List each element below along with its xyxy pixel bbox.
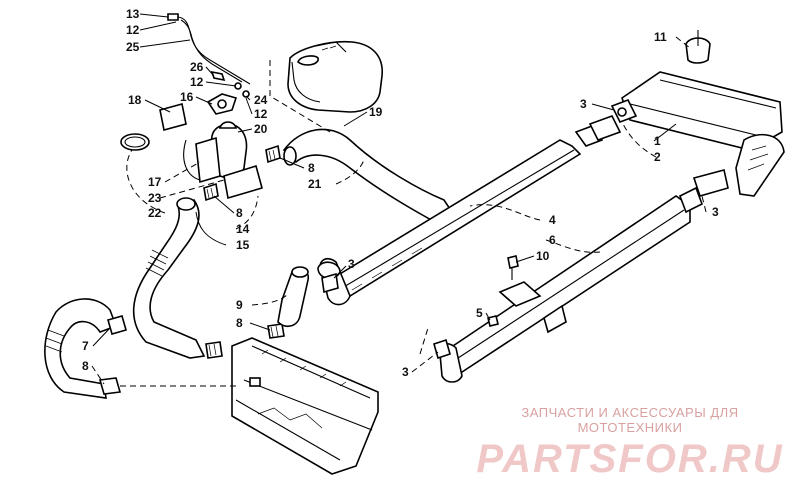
- callout-16: 16: [180, 90, 194, 104]
- callout-23: 23: [148, 191, 162, 205]
- callout-14: 14: [236, 222, 250, 236]
- callout-9: 9: [236, 298, 243, 312]
- overflow-bottle: [195, 121, 263, 200]
- callout-3: 3: [402, 365, 409, 379]
- callout-24: 24: [254, 93, 268, 107]
- filler-neck-fittings: [206, 70, 250, 115]
- vent-hose: [167, 13, 251, 85]
- callout-18: 18: [128, 93, 142, 107]
- callout-21: 21: [308, 177, 322, 191]
- callout-8: 8: [82, 359, 89, 373]
- callout-15: 15: [236, 238, 250, 252]
- callout-3: 3: [580, 97, 587, 111]
- hose-clamps-upper: [203, 144, 281, 202]
- callout-20: 20: [254, 122, 268, 136]
- callout-labels: 13 12 25 26 12 16 24 12 20 18 19 8 21 17…: [82, 7, 719, 379]
- callout-3: 3: [712, 205, 719, 219]
- pad-decal: [159, 103, 187, 131]
- callout-12: 12: [190, 75, 204, 89]
- callout-11: 11: [654, 30, 667, 44]
- callout-22: 22: [148, 206, 162, 220]
- callout-26: 26: [190, 60, 204, 74]
- elbow-hose-9: [277, 266, 310, 328]
- callout-19: 19: [369, 105, 383, 119]
- watermark: ЗАПЧАСТИ И АКСЕССУАРЫ ДЛЯ МОТОТЕХНИКИ PA…: [470, 405, 790, 482]
- callout-1: 1: [654, 134, 661, 148]
- heat-exchanger-plate: [231, 337, 379, 475]
- coolant-tank: [287, 40, 383, 113]
- callout-5: 5: [476, 306, 483, 320]
- callout-25: 25: [126, 40, 140, 54]
- callout-8: 8: [308, 161, 315, 175]
- callout-8: 8: [236, 316, 243, 330]
- watermark-brand-logo: PARTSFOR.RU: [476, 437, 784, 481]
- coupler-upper: [574, 115, 622, 147]
- callout-6: 6: [549, 233, 556, 247]
- callout-17: 17: [148, 175, 162, 189]
- callout-4: 4: [549, 213, 556, 227]
- callout-12: 12: [254, 107, 268, 121]
- callout-10: 10: [536, 249, 550, 263]
- lower-hose-7: [44, 298, 127, 399]
- mount-10: [498, 255, 542, 307]
- callout-2: 2: [654, 150, 661, 164]
- coolant-tube-6: [438, 195, 691, 383]
- callout-12: 12: [126, 23, 140, 37]
- hose-clamp-9: [205, 323, 285, 359]
- leader-lines: [91, 13, 707, 387]
- cap-11: [685, 30, 711, 64]
- callout-8: 8: [236, 206, 243, 220]
- callout-7: 7: [82, 339, 89, 353]
- heat-exchanger-1: [610, 71, 785, 197]
- callout-13: 13: [126, 7, 140, 21]
- watermark-subtitle: ЗАПЧАСТИ И АКСЕССУАРЫ ДЛЯ МОТОТЕХНИКИ: [521, 405, 739, 435]
- screw-5: [487, 315, 499, 327]
- callout-3: 3: [348, 257, 355, 271]
- couplers-lower: [321, 169, 729, 360]
- bottle-outlet-hose: [132, 197, 206, 359]
- bottle-strap: [120, 133, 201, 181]
